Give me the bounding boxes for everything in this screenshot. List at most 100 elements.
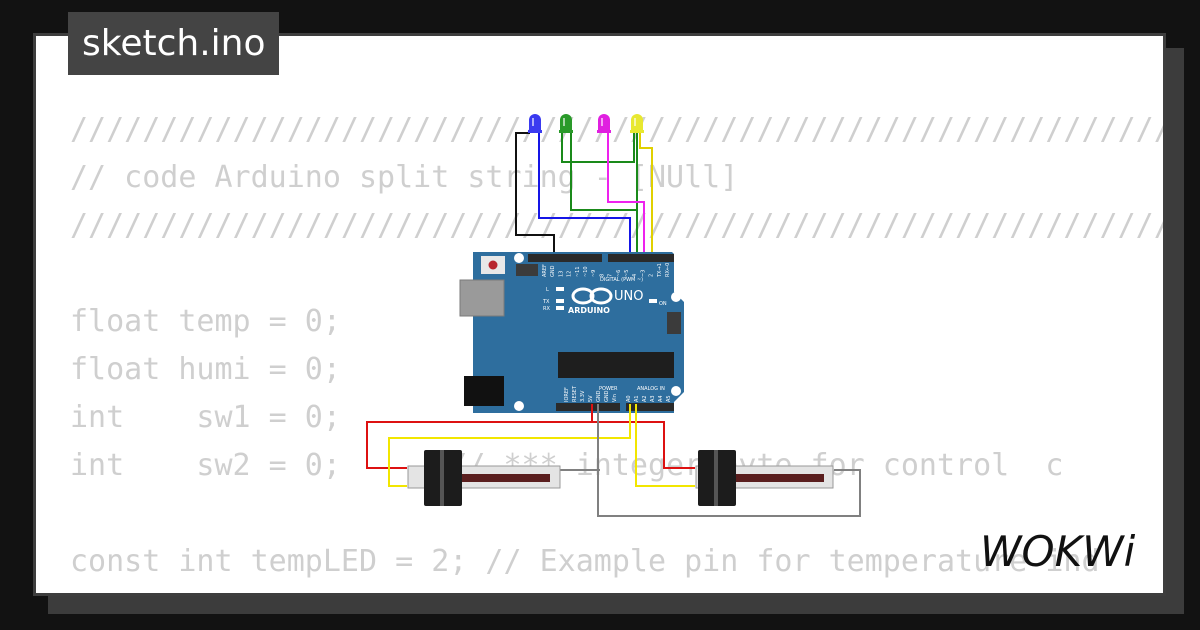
led-on-indicator (649, 299, 657, 303)
wire-a0-pot1 (388, 404, 631, 487)
led-highlight (601, 118, 603, 126)
pin-label: 3.3V (580, 390, 586, 402)
code-line: float temp = 0; (70, 304, 341, 339)
wire-green-led-gnd (561, 129, 638, 258)
on-label: ON (659, 301, 667, 307)
icsp-header (516, 264, 538, 276)
usb-port (459, 279, 505, 317)
code-line: int sw1 = 0; (70, 400, 341, 435)
led-base (559, 130, 573, 133)
pin-label: 8 (599, 274, 605, 277)
led-body (631, 114, 643, 131)
led-body (529, 114, 541, 131)
icsp2-header (667, 312, 681, 334)
power-label: POWER (599, 386, 618, 392)
atmega-chip (558, 352, 674, 378)
pin-label: 13 (558, 271, 564, 277)
mount-hole (671, 292, 681, 302)
led-tx-indicator (556, 299, 564, 303)
header-top-right (608, 254, 674, 262)
led-blue[interactable] (528, 114, 542, 133)
pin-label: 4 (632, 274, 638, 277)
code-line: float humi = 0; (70, 352, 341, 387)
pin-label: IOREF (564, 387, 570, 402)
pot1-track (430, 474, 550, 482)
led-rx-indicator (556, 306, 564, 310)
wire-magenta-led (607, 133, 645, 258)
pin-label: ~11 (575, 266, 581, 277)
wire-gnd-pot2 (597, 404, 861, 517)
pin-label: ~6 (616, 270, 622, 277)
code-line: ////////////////////////////////////////… (70, 208, 1163, 243)
analog-label: ANALOG IN (637, 386, 665, 392)
pin-label: TX→1 (657, 263, 663, 278)
arduino-infinity-logo (571, 287, 613, 305)
mount-hole (514, 253, 524, 263)
pin-label: A5 (666, 395, 672, 402)
wire-a1-pot2 (635, 404, 695, 487)
pin-label: GND (596, 390, 602, 402)
led-label-l: L (546, 287, 549, 293)
code-line: const int humiLED = 3; (70, 592, 467, 593)
pin-label: ~9 (591, 270, 597, 277)
wire-blue-led (538, 133, 631, 258)
led-base (630, 130, 644, 133)
wokwi-logo[interactable]: WOKWi (978, 526, 1150, 574)
power-jack (464, 376, 504, 406)
pin-label: RESET (572, 385, 578, 402)
pin-label: 5V (588, 395, 594, 402)
led-l-indicator (556, 287, 564, 291)
wire-5v-pot1 (366, 404, 593, 469)
pin-label: A2 (642, 395, 648, 402)
pin-label: ~3 (640, 270, 646, 277)
pin-label: A1 (634, 395, 640, 402)
led-base (597, 130, 611, 133)
digital-label: DIGITAL (PWM ~) (600, 277, 643, 283)
pin-label: 12 (567, 271, 573, 277)
led-label-rx: RX (543, 306, 550, 312)
wire-gnd (515, 132, 555, 258)
reset-button[interactable] (488, 260, 498, 270)
led-highlight (563, 118, 565, 126)
pin-label: GND (550, 265, 556, 277)
pin-label: 7 (608, 274, 614, 277)
pot2-knob-line (714, 450, 718, 506)
pin-label: A0 (626, 395, 632, 402)
pin-label: 2 (649, 274, 655, 277)
led-magenta[interactable] (597, 114, 611, 133)
pin-label: RX←0 (665, 263, 671, 277)
wire-green-led (570, 133, 638, 258)
led-yellow[interactable] (630, 114, 644, 133)
mount-hole (514, 401, 524, 411)
pin-label: AREF (542, 264, 548, 277)
board-leds (556, 287, 657, 310)
header-analog (626, 403, 674, 411)
code-line: // code Arduino split string - [NUll] (70, 160, 739, 195)
slide-potentiometer-1[interactable] (407, 450, 561, 506)
slide-potentiometer-2[interactable] (695, 450, 834, 506)
pot1-knob-line (440, 450, 444, 506)
pin-label: A4 (658, 395, 664, 402)
file-tab[interactable]: sketch.ino (68, 12, 280, 75)
led-body (598, 114, 610, 131)
header-top-left (528, 254, 602, 262)
arduino-uno-board[interactable]: UNO ARDUINO DIGITAL (PWM ~) POWER ANALOG… (459, 252, 684, 413)
header-power (556, 403, 620, 411)
wire-yellow-led (639, 133, 653, 258)
code-editor: ////////////////////////////////////////… (70, 106, 1163, 593)
pin-label: ~10 (583, 266, 589, 277)
board-brand: ARDUINO (568, 306, 610, 315)
mount-hole (671, 386, 681, 396)
svg-text:WOKWi: WOKWi (980, 527, 1136, 574)
pin-label: A3 (650, 395, 656, 402)
pin-label: Vin (612, 394, 618, 402)
pin-label: GND (604, 390, 610, 402)
led-green[interactable] (559, 114, 573, 133)
pin-label: ~5 (624, 270, 630, 277)
pot2-track (718, 474, 824, 482)
wire-5v-pot2 (592, 421, 695, 469)
led-body (560, 114, 572, 131)
led-base (528, 130, 542, 133)
code-line: ////////////////////////////////////////… (70, 112, 1163, 147)
